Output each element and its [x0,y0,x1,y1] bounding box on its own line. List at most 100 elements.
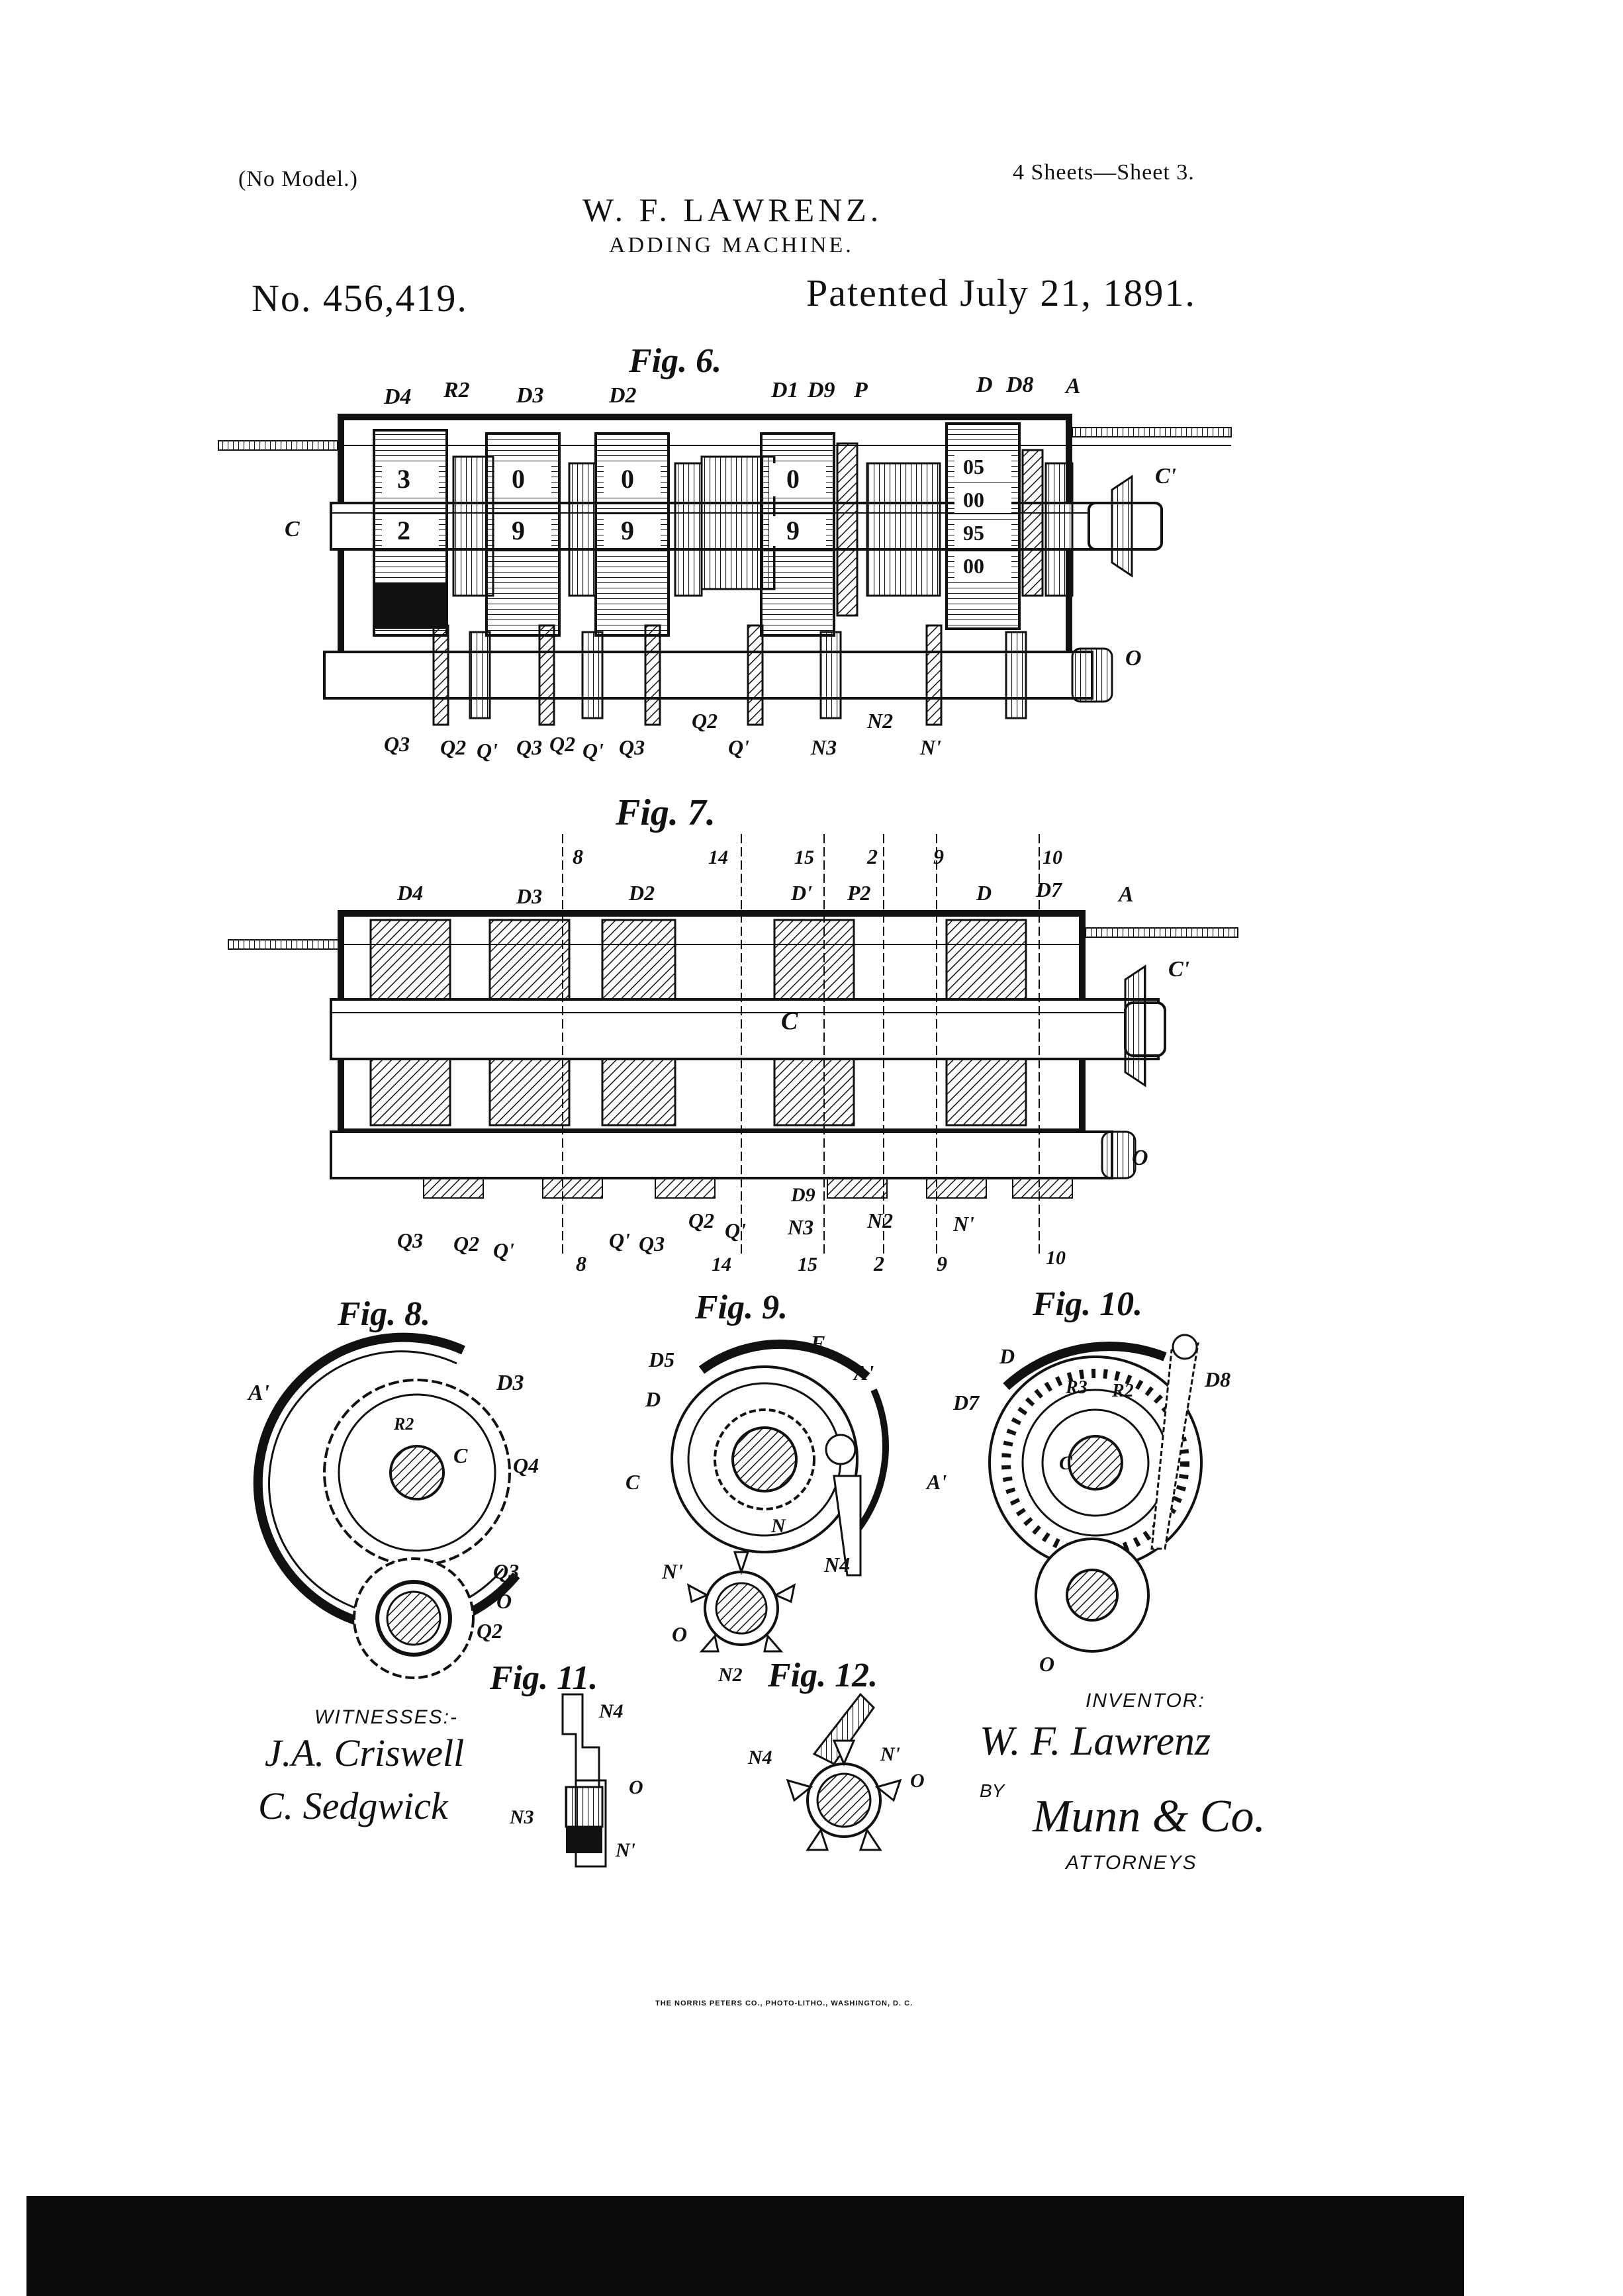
patent-number: No. 456,419. [252,277,468,320]
fig7-bottom-Q1-b: Q' [609,1228,630,1252]
fig10-title: Fig. 10. [1033,1285,1143,1323]
fig12-label-O: O [910,1770,925,1792]
fig9-label-D5: D5 [648,1348,674,1371]
fig6-wheel-digits: 3 2 1 0 9 0 9 0 9 05 00 95 00 [397,455,984,611]
fig7-bottom-N1: N' [952,1212,974,1236]
fig6-bottom-Q1-c: Q' [728,735,749,759]
fig11-labels: N4 O N3 N' [509,1700,643,1861]
fig9-label-N: N [770,1515,786,1537]
fig7-label-D: D [976,881,992,905]
wheel5-digit-1: 05 [963,455,984,479]
fig6-label-D: D [976,373,993,397]
witness-2-signature: C. Sedgwick [258,1784,448,1827]
fig6-label-D9: D9 [807,378,835,402]
wheel4-digit-top: 0 [786,464,800,494]
fig12-label-N2: N2 [718,1664,743,1686]
fig7-bottom-N2: N2 [866,1209,893,1232]
by-label: BY [980,1780,1005,1801]
fig6-bottom-Q3-c: Q3 [619,735,645,759]
fig7-section-10-bottom: 10 [1046,1247,1066,1269]
fig8-label-A-prime: A' [247,1381,269,1405]
fig6-bottom-N3: N3 [810,735,837,759]
fig7-drawing [228,834,1238,1258]
wheel2-digit-top: 0 [512,464,525,494]
fig6-label-R2: R2 [443,378,470,402]
fig6-label-C: C [285,517,300,541]
fig7-bottom-N3: N3 [787,1215,813,1239]
inventor-name-heading: W. F. LAWRENZ. [582,191,883,228]
fig6-bottom-Q2-b: Q2 [549,732,575,756]
fig7-section-14-bottom: 14 [712,1254,731,1275]
fig9-drawing [671,1339,889,1653]
wheel3-digit-mid: 9 [621,516,634,545]
fig9-label-N-prime: N' [661,1559,683,1583]
fig8-labels: A' D3 R2 C Q4 Q3 O Q2 [247,1371,539,1643]
fig8-drawing [253,1332,520,1679]
fig7-bottom-Q1-a: Q' [493,1238,514,1262]
fig7-label-C: C [781,1007,798,1035]
fig10-label-A-prime: A' [925,1470,947,1494]
fig7-bottom-Q2-a: Q2 [453,1232,479,1256]
fig7-bottom-Q1-c: Q' [725,1218,746,1242]
fig11-label-N4: N4 [598,1700,624,1722]
fig7-label-D7: D7 [1035,878,1063,901]
fig7-section-10-top: 10 [1043,847,1062,868]
fig8-label-R2: R2 [393,1414,414,1434]
fig7-section-9-top: 9 [933,845,944,868]
attorneys-signature: Munn & Co. [1033,1791,1266,1842]
fig8-label-Q3: Q3 [493,1559,519,1583]
fig8-label-C: C [453,1444,468,1467]
fig6-label-D4: D4 [383,385,412,409]
fig9-label-N4: N4 [823,1553,850,1577]
wheel1-digit-mid: 2 [397,516,410,545]
sheet-indicator: 4 Sheets—Sheet 3. [1013,160,1195,185]
witnesses-label: WITNESSES:- [314,1706,459,1728]
fig6-label-D2: D2 [608,383,637,408]
fig7-section-2-top: 2 [866,845,878,868]
wheel5-digit-2: 00 [963,488,984,512]
wheel3-digit-top: 0 [621,464,634,494]
patent-date: Patented July 21, 1891. [806,271,1196,314]
fig10-label-C: C [1059,1452,1073,1474]
wheel4-digit-mid: 9 [786,516,800,545]
fig12-title: Fig. 12. [768,1657,878,1694]
fig9-label-A-prime: A' [853,1361,874,1385]
scan-edge-bar [26,2196,1464,2296]
fig6-label-A: A [1064,374,1081,398]
fig7-label-P2: P2 [847,881,871,905]
fig10-label-R3: R3 [1065,1377,1088,1398]
fig10-drawing [988,1334,1203,1653]
fig6-bottom-Q3-a: Q3 [384,732,410,756]
fig12-drawing [786,1692,902,1851]
fig7-bottom-Q2-b: Q2 [688,1209,714,1232]
fig12-label-N4: N4 [747,1747,772,1768]
fig7-label-C-prime: C' [1168,957,1189,982]
fig9-title: Fig. 9. [695,1289,788,1326]
wheel1-digit-top: 3 [397,464,410,494]
fig10-label-R2: R2 [1111,1381,1134,1401]
fig7-label-D4: D4 [396,881,423,905]
fig11-title: Fig. 11. [490,1659,598,1697]
fig6-label-D3: D3 [516,383,544,408]
fig11-drawing [561,1693,607,1868]
fig7-section-9-bottom: 9 [937,1252,947,1275]
fig6-drawing [218,414,1232,726]
fig10-label-O: O [1039,1652,1054,1676]
fig6-labels: D4 R2 D3 D2 D1 D9 P D D8 A C C' O Q3 Q2 … [285,373,1176,762]
fig8-title: Fig. 8. [338,1295,431,1333]
fig9-label-D: D [645,1387,661,1411]
fig6-bottom-Q2-a: Q2 [440,735,466,759]
fig6-bottom-Q2-c: Q2 [692,709,718,733]
fig12-labels: N2 N4 N' O [718,1664,925,1792]
wheel5-digit-3: 95 [963,521,984,545]
fig9-label-F: F [810,1331,825,1355]
fig7-section-2-bottom: 2 [873,1252,884,1275]
fig11-label-O: O [629,1776,643,1798]
fig7-title: Fig. 7. [616,792,716,833]
printer-imprint: THE NORRIS PETERS CO., PHOTO-LITHO., WAS… [655,1999,913,2007]
fig7-labels: D4 D3 D2 D' P2 D D7 A C C' O Q3 Q2 Q' Q'… [396,878,1189,1262]
fig7-section-14-top: 14 [708,847,728,868]
fig7-section-15-bottom: 15 [798,1254,817,1275]
fig7-section-marks: 8 14 15 2 9 10 8 14 15 2 9 10 [573,845,1066,1275]
fig7-label-D1: D' [790,881,812,905]
